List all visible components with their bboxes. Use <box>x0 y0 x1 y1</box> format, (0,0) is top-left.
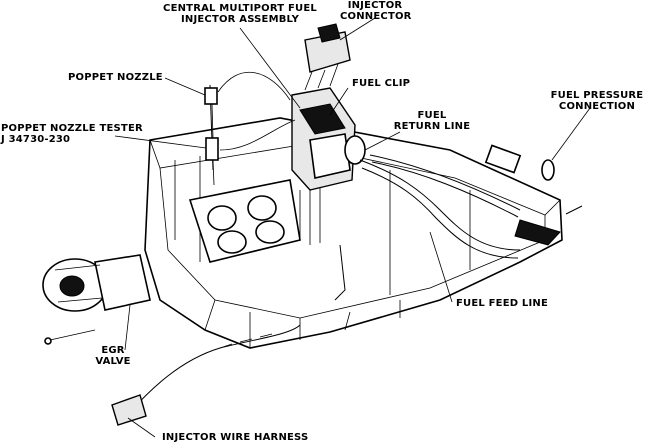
tester-label-line1: POPPET NOZZLE TESTER <box>1 123 143 134</box>
fuel-pressure-label: FUEL PRESSURE CONNECTION <box>546 90 648 112</box>
fuel-pressure-label-line1: FUEL PRESSURE <box>550 90 644 101</box>
tester-label: POPPET NOZZLE TESTER J 34730-230 <box>1 123 143 145</box>
injector-harness-label: INJECTOR WIRE HARNESS <box>162 432 309 443</box>
fuel-return-label-line2: RETURN LINE <box>393 121 471 132</box>
injector-connector-label: INJECTOR CONNECTOR <box>340 0 412 22</box>
pressure-fitting-icon <box>541 159 555 181</box>
tester-icon <box>205 137 219 161</box>
injector-connector-label-line1: INJECTOR <box>347 0 403 11</box>
fuel-feed-line-icon <box>369 154 521 211</box>
tester-label-line2: J 34730-230 <box>1 134 71 145</box>
lower-manifold-icon <box>144 117 563 349</box>
egr-valve-label: EGR VALVE <box>88 345 138 367</box>
injector-connector-label-line2: CONNECTOR <box>340 11 412 22</box>
central-injector-label-line1: CENTRAL MULTIPORT FUEL <box>163 3 317 14</box>
central-injector-label-line2: INJECTOR ASSEMBLY <box>180 14 300 25</box>
fuel-return-label: FUEL RETURN LINE <box>392 110 472 132</box>
egr-valve-label-line2: VALVE <box>95 356 131 367</box>
central-injector-label: CENTRAL MULTIPORT FUEL INJECTOR ASSEMBLY <box>152 3 328 25</box>
fuel-return-label-line1: FUEL <box>417 110 447 121</box>
fuel-return-line-icon <box>359 159 521 251</box>
wire-harness-icon <box>129 324 301 413</box>
fuel-feed-label: FUEL FEED LINE <box>456 298 549 309</box>
poppet-nozzle-icon <box>204 87 218 105</box>
egr-valve-label-line1: EGR <box>101 345 125 356</box>
poppet-nozzle-label: POPPET NOZZLE <box>68 72 163 83</box>
fuel-pressure-label-line2: CONNECTION <box>558 101 636 112</box>
fuel-clip-label: FUEL CLIP <box>352 78 411 89</box>
